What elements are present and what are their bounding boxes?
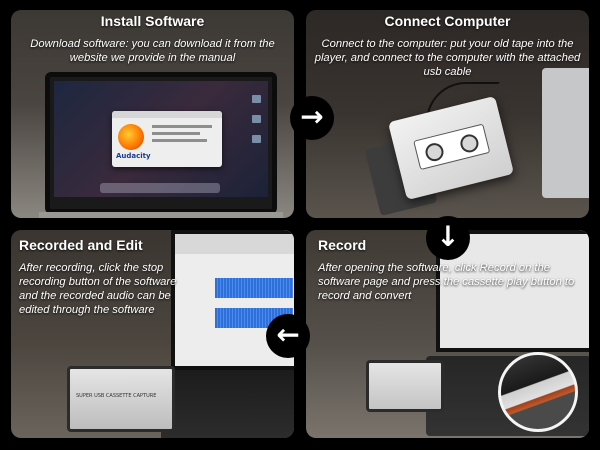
step-recorded-and-edit: SUPER USB CASSETTE CAPTURE Recorded and … xyxy=(11,230,294,438)
reel-icon xyxy=(458,132,481,155)
step-description: Download software: you can download it f… xyxy=(30,38,275,64)
laptop-audio-editor xyxy=(171,230,294,370)
step-connect-computer: Connect Computer Connect to the computer… xyxy=(306,10,589,218)
dialog-text-line xyxy=(152,139,207,142)
arrow-down-icon: ↓ xyxy=(426,216,470,260)
dialog-brand: Audacity xyxy=(116,152,151,160)
cassette-player xyxy=(366,360,444,412)
cassette-label: SUPER USB CASSETTE CAPTURE xyxy=(76,393,157,399)
step-description: Connect to the computer: put your old ta… xyxy=(314,38,581,78)
folder-icon xyxy=(252,115,261,123)
dialog-titlebar xyxy=(112,111,222,118)
folder-icon xyxy=(252,135,261,143)
play-button-zoom xyxy=(498,352,578,432)
dialog-text-line xyxy=(152,125,212,128)
audacity-logo-icon xyxy=(118,124,144,150)
editor-toolbar xyxy=(175,234,294,254)
dialog-text-line xyxy=(152,132,200,135)
laptop-image: Audacity xyxy=(45,72,277,214)
installer-dialog: Audacity xyxy=(112,111,222,167)
dock xyxy=(100,183,220,193)
desktop-display: Audacity xyxy=(54,81,268,197)
step-install-software: Audacity Install Software Download softw… xyxy=(11,10,294,218)
cassette-player: SUPER USB CASSETTE CAPTURE xyxy=(67,366,175,432)
arrow-left-icon: ← xyxy=(266,314,310,358)
step-record: Record After opening the software, click… xyxy=(306,230,589,438)
arrow-right-icon: → xyxy=(290,96,334,140)
laptop-keyboard xyxy=(161,370,294,438)
folder-icon xyxy=(252,95,261,103)
step-description: After recording, click the stop recordin… xyxy=(19,262,177,316)
cassette-window xyxy=(413,123,491,171)
laptop-base xyxy=(39,212,283,218)
waveform-track xyxy=(215,278,293,298)
step-title: Install Software xyxy=(100,13,205,29)
step-title: Recorded and Edit xyxy=(19,237,143,253)
step-title: Record xyxy=(318,237,367,253)
reel-icon xyxy=(423,141,446,164)
usb-cable xyxy=(426,82,500,136)
step-title: Connect Computer xyxy=(384,13,511,29)
cassette-tape xyxy=(387,95,515,201)
laptop-keyboard-image xyxy=(542,68,589,198)
step-description: After opening the software, click Record… xyxy=(318,262,575,302)
